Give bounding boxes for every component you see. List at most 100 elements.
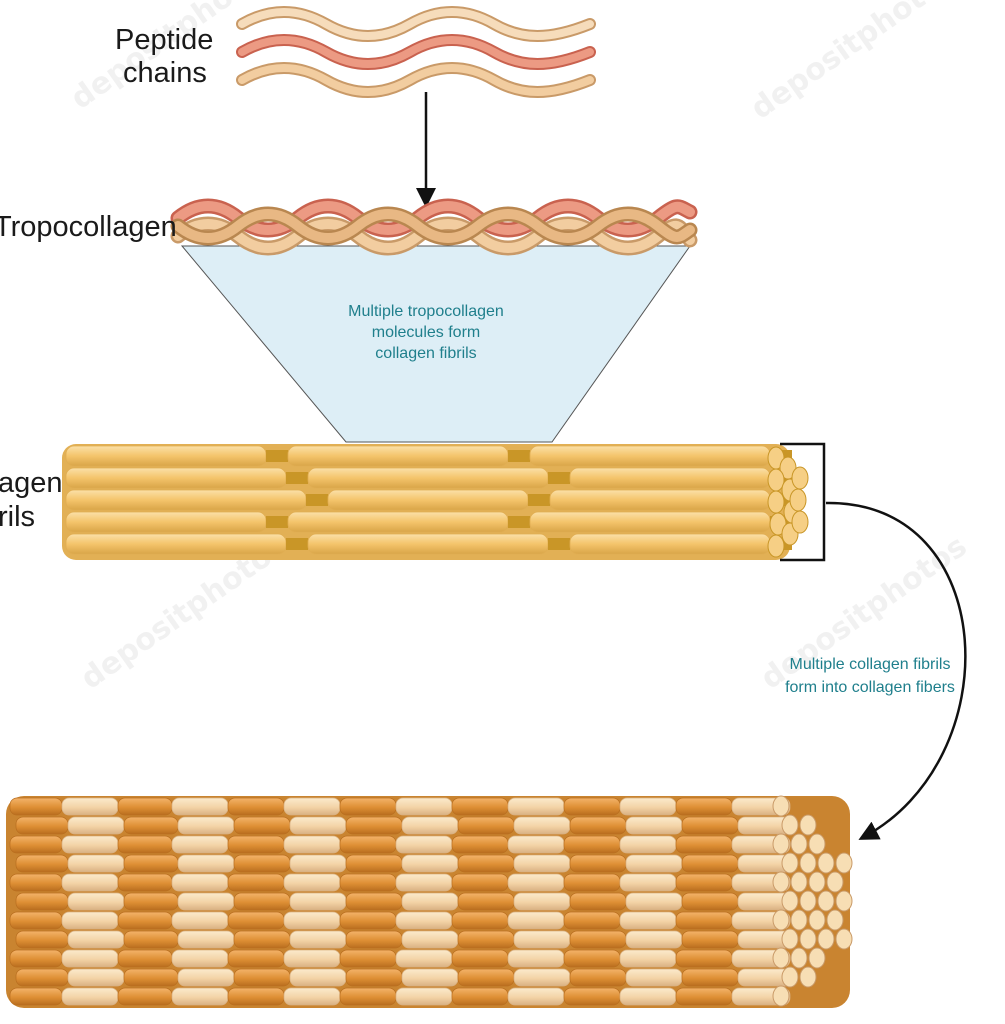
fiber-end — [799, 852, 817, 874]
collagen-fiber — [6, 795, 853, 1008]
fiber-end — [781, 890, 799, 912]
fiber-rod — [227, 873, 285, 892]
fiber-rod — [401, 968, 459, 987]
fibril-gap — [508, 516, 530, 528]
fiber-rod — [507, 911, 565, 930]
fiber-rod — [507, 949, 565, 968]
fiber-end — [781, 966, 799, 988]
fiber-rod — [339, 797, 397, 816]
fiber-rod — [681, 930, 739, 949]
fiber-rod — [451, 911, 509, 930]
fibril-end — [791, 510, 809, 534]
collagen-fibril-bundle — [62, 444, 809, 560]
fiber-rod — [283, 949, 341, 968]
fiber-rod — [563, 949, 621, 968]
tropocollagen-label: Tropocollagen — [0, 211, 177, 243]
fiber-rod — [123, 968, 179, 987]
fiber-rod — [345, 968, 403, 987]
fiber-rod — [67, 968, 125, 987]
fiber-rod — [171, 987, 229, 1006]
peptide-label-line2: chains — [123, 57, 207, 89]
fiber-rod — [9, 835, 63, 854]
fibril-gap — [548, 472, 570, 484]
fiber-rod — [177, 854, 235, 873]
fibril-rod — [307, 533, 549, 555]
fiber-rod — [569, 816, 627, 835]
fiber-rod — [563, 987, 621, 1006]
fiber-rod — [15, 968, 69, 987]
fiber-rod — [395, 835, 453, 854]
fiber-rod — [123, 930, 179, 949]
fiber-rod — [233, 854, 291, 873]
fibril-rod — [529, 445, 771, 467]
fiber-rod — [339, 835, 397, 854]
fiber-rod — [675, 987, 733, 1006]
fiber-rod — [339, 911, 397, 930]
fiber-rod — [227, 949, 285, 968]
fiber-rod — [61, 797, 119, 816]
fiber-rod — [675, 797, 733, 816]
fiber-rod — [67, 892, 125, 911]
fiber-rod — [619, 873, 677, 892]
fiber-end — [817, 890, 835, 912]
bracket-icon — [780, 442, 826, 562]
fiber-rod — [283, 873, 341, 892]
fibril-end — [789, 488, 807, 512]
fiber-end — [799, 814, 817, 836]
fiber-rod — [457, 968, 515, 987]
fiber-end — [790, 909, 808, 931]
fiber-rod — [401, 854, 459, 873]
fiber-end — [817, 852, 835, 874]
fiber-rod — [227, 835, 285, 854]
fiber-rod — [289, 968, 347, 987]
fiber-rod — [395, 949, 453, 968]
expansion-cone — [180, 245, 691, 443]
fiber-rod — [289, 854, 347, 873]
fiber-rod — [457, 816, 515, 835]
fiber-rod — [339, 987, 397, 1006]
fiber-rod — [563, 835, 621, 854]
tropocollagen-helix — [170, 198, 698, 256]
fiber-rod — [451, 873, 509, 892]
fiber-rod — [681, 892, 739, 911]
fibril-end — [767, 490, 785, 514]
fibril-gap — [508, 450, 530, 462]
fiber-rod — [619, 835, 677, 854]
fiber-rod — [15, 816, 69, 835]
fibril-rod — [549, 489, 771, 511]
fiber-rod — [283, 797, 341, 816]
fiber-end — [772, 795, 790, 817]
fiber-rod — [171, 911, 229, 930]
fiber-rod — [457, 930, 515, 949]
fiber-rod — [451, 835, 509, 854]
fiber-rod — [9, 911, 63, 930]
fiber-end — [808, 909, 826, 931]
fiber-rod — [681, 816, 739, 835]
fibril-gap — [266, 450, 288, 462]
fiber-rod — [569, 854, 627, 873]
fiber-rod — [289, 816, 347, 835]
fiber-rod — [625, 892, 683, 911]
fiber-rod — [619, 949, 677, 968]
fiber-rod — [117, 835, 173, 854]
fiber-rod — [177, 892, 235, 911]
fiber-end — [772, 985, 790, 1007]
fiber-rod — [283, 911, 341, 930]
fiber-rod — [513, 892, 571, 911]
fiber-rod — [227, 987, 285, 1006]
fiber-end — [790, 833, 808, 855]
fiber-rod — [507, 873, 565, 892]
curved-arrow-icon — [825, 501, 967, 840]
fiber-rod — [625, 854, 683, 873]
fibril-rod — [327, 489, 529, 511]
fiber-rod — [123, 816, 179, 835]
fiber-rod — [625, 968, 683, 987]
fiber-rod — [117, 911, 173, 930]
fiber-rod — [117, 987, 173, 1006]
fibrils-label-line1: agen — [0, 467, 63, 499]
fibril-rod — [569, 533, 771, 555]
fiber-rod — [569, 892, 627, 911]
fiber-rod — [675, 911, 733, 930]
fibril-rod — [287, 445, 509, 467]
fiber-end — [808, 947, 826, 969]
